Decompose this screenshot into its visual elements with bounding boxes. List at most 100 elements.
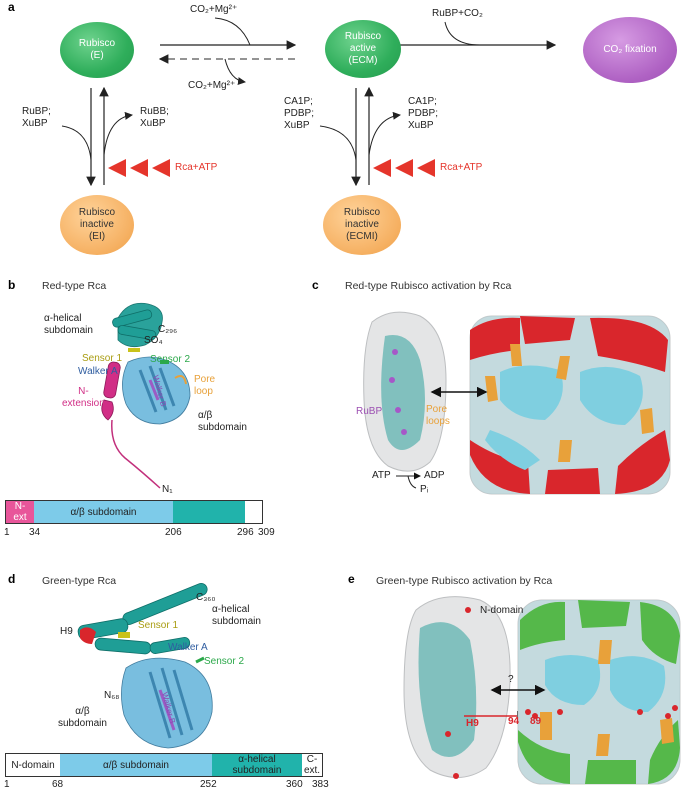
label-line: subdomain <box>198 422 247 433</box>
label-line: RuBB; <box>140 106 169 117</box>
c-pi-label: Pᵢ <box>420 484 429 495</box>
panel-b-title: Red-type Rca <box>42 280 107 292</box>
c-rubp-label: RuBP <box>356 406 383 417</box>
n-terminal-tail <box>111 419 161 489</box>
alpha-helical-domain-b <box>112 302 163 348</box>
label-line: subdomain <box>58 718 107 729</box>
label-line: Pore <box>426 404 448 415</box>
n-extension-helix <box>101 361 121 421</box>
c-adp-label: ADP <box>424 470 445 481</box>
rubisco-cube-red <box>469 315 671 495</box>
right-in-curve <box>319 125 357 161</box>
panel-e-title: Green-type Rubisco activation by Rca <box>376 575 553 587</box>
node-line: Rubisco <box>343 207 381 218</box>
sensor2-segment-d <box>195 656 205 664</box>
bar-seg-c-terminus <box>245 501 262 523</box>
right-in-label: CA1P;PDBP;XuBP <box>284 96 314 132</box>
node-line: (ECM) <box>348 55 378 66</box>
h9-helix <box>80 627 96 644</box>
label-line: loops <box>426 416 450 427</box>
bar-seg-c-ext: C- ext. <box>302 754 322 776</box>
rca-ribbon-c <box>381 335 425 450</box>
label-line: extension <box>62 398 105 409</box>
b-walker-a-label: Walker A <box>78 366 118 377</box>
sensor1-segment-d <box>118 632 130 638</box>
e-h9-label: H9 <box>466 718 479 729</box>
b-so4-label: SO₄ <box>144 335 163 346</box>
sensor1-segment-b <box>128 348 140 352</box>
label-line: α-helical <box>212 604 250 615</box>
label-line: α/β <box>198 410 213 421</box>
label-line: Pore <box>194 374 216 385</box>
e-question-label: ? <box>508 674 514 685</box>
co2-mg-curve-in <box>214 17 251 46</box>
label-line: loop <box>194 386 213 397</box>
co2-mg-curve-out <box>224 58 246 86</box>
co2-fixation-node: CO₂ fixation <box>583 17 677 83</box>
b-n1-label: N₁ <box>162 484 173 495</box>
sensor2-segment-b <box>160 360 169 364</box>
panel-d-title: Green-type Rca <box>42 575 117 587</box>
e-res89-label: 89 <box>530 716 542 727</box>
label-line: α-helical <box>44 313 82 324</box>
label-line: CA1P; <box>284 96 313 107</box>
pi-curve <box>407 475 417 489</box>
pore-loop-b <box>174 375 187 385</box>
rubisco-cube-green <box>517 599 681 785</box>
label-line: XuBP <box>408 120 434 131</box>
d-tick-68: 68 <box>52 779 64 790</box>
bar-seg-alpha-helical <box>173 501 245 523</box>
left-out-label: RuBB;XuBP <box>140 106 169 130</box>
node-line: CO₂ fixation <box>603 44 657 55</box>
d-h9-label: H9 <box>60 626 73 637</box>
left-in-curve <box>61 125 92 161</box>
label-line: subdomain <box>212 616 261 627</box>
d-tick-360: 360 <box>286 779 303 790</box>
node-line: Rubisco <box>78 207 116 218</box>
b-tick-206: 206 <box>165 527 182 538</box>
b-n-extension-label: N-extension <box>62 386 105 410</box>
rubp-co2-curve <box>444 21 481 46</box>
panel-b-letter: b <box>8 278 16 292</box>
c-atp-label: ATP <box>372 470 391 481</box>
d-walker-a-label: Walker A <box>168 642 208 653</box>
b-sensor2-label: Sensor 2 <box>150 354 191 365</box>
h9-marks-e <box>445 607 471 779</box>
node-line: active <box>349 43 377 54</box>
label-line: PDBP; <box>284 108 315 119</box>
rubp-marks-c <box>389 349 407 435</box>
panel-c-title: Red-type Rubisco activation by Rca <box>345 280 512 292</box>
b-tick-296: 296 <box>237 527 254 538</box>
bar-seg-alpha-beta: α/β subdomain <box>34 501 173 523</box>
d-sensor2-label: Sensor 2 <box>204 656 245 667</box>
d-tick-252: 252 <box>200 779 217 790</box>
alpha-beta-domain-b <box>122 356 191 425</box>
b-sensor1-label: Sensor 1 <box>82 353 123 364</box>
d-c360-label: C₃₆₀ <box>196 592 216 603</box>
node-line: (ECMI) <box>346 231 378 242</box>
panel-c-letter: c <box>312 278 319 292</box>
label-line: XuBP <box>140 118 166 129</box>
rca-ribbon-e <box>418 622 477 758</box>
alpha-beta-domain-d <box>121 657 213 749</box>
right-out-label: CA1P;PDBP;XuBP <box>408 96 438 132</box>
d-sensor1-label: Sensor 1 <box>138 620 179 631</box>
co2-mg-bottom-label: CO₂+Mg²⁺ <box>188 80 236 91</box>
node-line: inactive <box>345 219 379 230</box>
green-rca-domain-bar: N-domain α/β subdomain α-helical subdoma… <box>5 753 323 777</box>
label-line: N- <box>78 386 89 397</box>
walker-b-strand-b <box>148 379 160 401</box>
rubp-co2-label: RuBP+CO₂ <box>432 8 483 19</box>
label-line: PDBP; <box>408 108 439 119</box>
rca-atp-left-label: Rca+ATP <box>175 162 218 173</box>
node-line: (EI) <box>88 231 106 242</box>
label-line: α/β <box>75 706 90 717</box>
